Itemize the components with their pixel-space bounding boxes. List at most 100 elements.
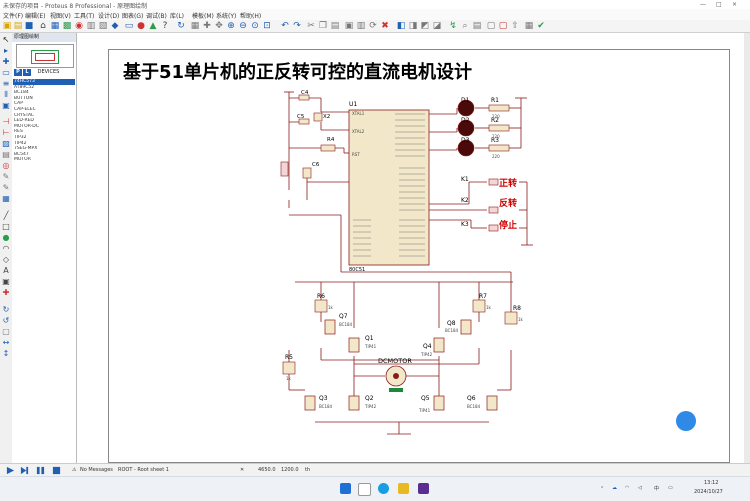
refresh-icon[interactable]: ↻ [177,21,185,31]
netlist-icon[interactable]: ▦ [524,21,534,31]
pause-icon[interactable] [36,466,45,475]
block-copy-icon[interactable]: ▣ [344,21,354,31]
source-code-icon[interactable]: ▧ [98,21,108,31]
network-icon[interactable]: ▭ [668,485,673,491]
resistor-r1[interactable] [488,104,510,112]
grid-toggle-icon[interactable]: ▦ [190,21,200,31]
transistor-q4[interactable] [433,337,445,353]
transistor-q7[interactable] [324,319,336,335]
proteus-app-icon[interactable] [418,483,429,494]
box-icon[interactable]: □ [2,222,10,231]
3d-view-icon[interactable]: ◆ [111,21,119,31]
vsm-studio-icon[interactable]: ● [137,21,145,31]
cut-icon[interactable]: ✂ [307,21,315,31]
search-icon[interactable] [358,483,371,496]
line-icon[interactable]: ╱ [3,211,9,220]
menu-tools[interactable]: 工具(T) [74,13,95,20]
file-explorer-icon[interactable] [398,483,409,494]
menu-system[interactable]: 系统(Y) [216,13,237,20]
selection-mode-icon[interactable]: ↖ [2,35,10,44]
resistor-r5[interactable] [282,361,296,375]
origin-icon[interactable]: ✚ [203,21,211,31]
zoom-area-icon[interactable]: ⊡ [263,21,271,31]
menu-view[interactable]: 视图(V) [50,13,71,20]
list-item[interactable]: 7SEG-MPX [14,146,38,152]
vertical-scrollbar[interactable] [744,33,750,463]
rotate-ccw-icon[interactable]: ↺ [2,316,10,325]
list-item[interactable]: RES [14,129,23,135]
redo-icon[interactable]: ↷ [293,21,301,31]
text-script-icon[interactable]: ≡ [2,79,10,88]
new-sheet-icon[interactable]: ▢ [486,21,496,31]
messages-status[interactable]: No Messages [80,467,113,473]
menu-library[interactable]: 库(L) [170,13,185,20]
maximize-button[interactable]: □ [716,1,722,8]
transistor-q5[interactable] [433,395,445,411]
property-assign-icon[interactable]: ▤ [472,21,482,31]
list-item[interactable]: MOTOR-DC [14,123,39,129]
block-move-icon[interactable]: ▥ [356,21,366,31]
copy-icon[interactable]: ❐ [318,21,328,31]
list-item[interactable]: CAP [14,101,23,107]
list-item[interactable]: CRYSTAL [14,112,34,118]
text-icon[interactable]: A [3,266,9,275]
zoom-in-icon[interactable]: ⊕ [227,21,235,31]
resistor-r7[interactable] [472,299,486,313]
resistor-r2[interactable] [488,124,510,132]
menu-help[interactable]: 帮助(H) [240,13,262,20]
minimize-button[interactable]: — [700,1,706,8]
start-icon[interactable] [340,483,351,494]
list-item[interactable]: CAP-ELEC [14,106,36,112]
list-item[interactable]: BUTTON [14,95,33,101]
button-k3[interactable] [488,224,499,232]
list-item[interactable]: LED-RED [14,118,34,124]
step-icon[interactable] [20,466,29,475]
bom-icon[interactable]: ▥ [86,21,96,31]
cancel-icon[interactable]: ✕ [240,467,245,473]
virtual-instruments-icon[interactable]: ▦ [2,194,10,203]
mirror-y-icon[interactable]: ↕ [2,349,10,358]
paste-icon[interactable]: ▤ [330,21,340,31]
schematic-icon[interactable]: ▦ [50,21,60,31]
list-item[interactable]: TIP32 [14,134,27,140]
rotation-angle-icon[interactable]: ▢ [2,327,10,336]
clock-date[interactable]: 2024/10/27 [694,489,723,495]
list-item[interactable]: AT89C52 [14,84,35,90]
erc-report-icon[interactable]: ✔ [537,21,545,31]
menu-design[interactable]: 设计(D) [98,13,120,20]
wire-autorouter-icon[interactable]: ↯ [449,21,457,31]
wire-label-icon[interactable]: ▭ [2,68,10,77]
component-mode-icon[interactable]: ▸ [3,46,8,55]
capacitor-c6[interactable] [302,167,312,179]
visual-designer-icon[interactable]: ▲ [149,21,157,31]
mirror-x-icon[interactable]: ↔ [2,338,10,347]
generator-icon[interactable]: ◎ [2,161,10,170]
pick-device-button[interactable]: P [14,69,22,76]
tape-recorder-icon[interactable]: ▤ [2,150,10,159]
list-item[interactable]: 74HC573 [13,79,75,85]
sheet-status[interactable]: ROOT - Root sheet 1 [118,467,169,473]
menu-graph[interactable]: 图表(G) [122,13,144,20]
overview-window[interactable] [16,44,74,68]
packaging-tool-icon[interactable]: ◩ [420,21,430,31]
menu-edit[interactable]: 编辑(E) [25,13,46,20]
transistor-q3[interactable] [304,395,316,411]
schematic-sheet[interactable]: 基于51单片机的正反转可控的直流电机设计 C4 X2 C5 R4 C [108,49,730,463]
arc-icon[interactable]: ◠ [2,244,10,253]
led-d3[interactable] [457,139,475,157]
exit-parent-icon[interactable]: ⇧ [511,21,519,31]
rotate-cw-icon[interactable]: ↻ [2,305,10,314]
list-item[interactable]: BC547 [14,151,29,157]
button-k2[interactable] [488,206,499,214]
resistor-r8[interactable] [504,311,518,325]
transistor-q2[interactable] [348,395,360,411]
menu-debug[interactable]: 调试(B) [146,13,167,20]
play-icon[interactable] [6,466,15,475]
transistor-q8[interactable] [460,319,472,335]
floating-assistant-button[interactable] [676,411,696,431]
pcb-icon[interactable]: ▩ [62,21,72,31]
volume-icon[interactable]: ◁ [638,485,642,491]
make-device-icon[interactable]: ◨ [408,21,418,31]
remove-sheet-icon[interactable]: ▢ [498,21,508,31]
close-button[interactable]: × [732,1,738,8]
